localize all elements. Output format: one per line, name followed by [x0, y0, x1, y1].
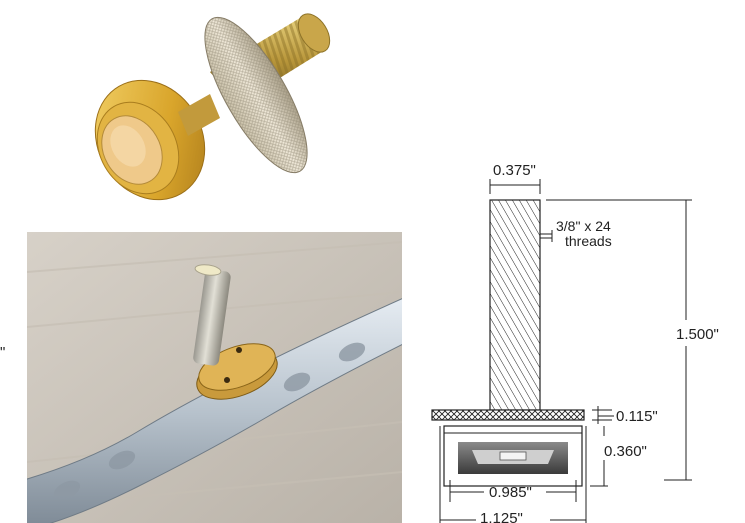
- dim-shank-diameter: [489, 179, 541, 194]
- dimension-drawing: 0.375" 3/8" x 24 threads 1.500" 0.115" 0…: [431, 162, 719, 523]
- base-height-label: 0.360": [604, 443, 647, 460]
- dim-outer-diameter: [439, 426, 587, 523]
- partial-dimension-text: ": [0, 344, 6, 361]
- thread-spec-line1: 3/8" x 24: [556, 218, 611, 234]
- base-cup: [443, 425, 583, 487]
- stud-fitting-photo: [60, 0, 360, 215]
- inner-diameter-label: 0.985": [489, 484, 532, 501]
- overall-height-label: 1.500": [676, 326, 719, 343]
- installed-track-photo: [27, 232, 402, 523]
- flange-thickness-label: 0.115": [616, 408, 658, 425]
- outer-diameter-label: 1.125": [480, 510, 523, 523]
- threaded-shaft: [489, 199, 541, 411]
- dim-flange-thickness: [592, 406, 614, 424]
- shank-diameter-label: 0.375": [493, 162, 536, 179]
- knurled-flange: [431, 409, 585, 421]
- dim-base-height: [590, 426, 608, 487]
- thread-spec-leader: [540, 230, 553, 242]
- dim-inner-diameter: [449, 480, 577, 502]
- dim-overall-height: [546, 199, 692, 481]
- thread-spec-line2: threads: [565, 233, 612, 249]
